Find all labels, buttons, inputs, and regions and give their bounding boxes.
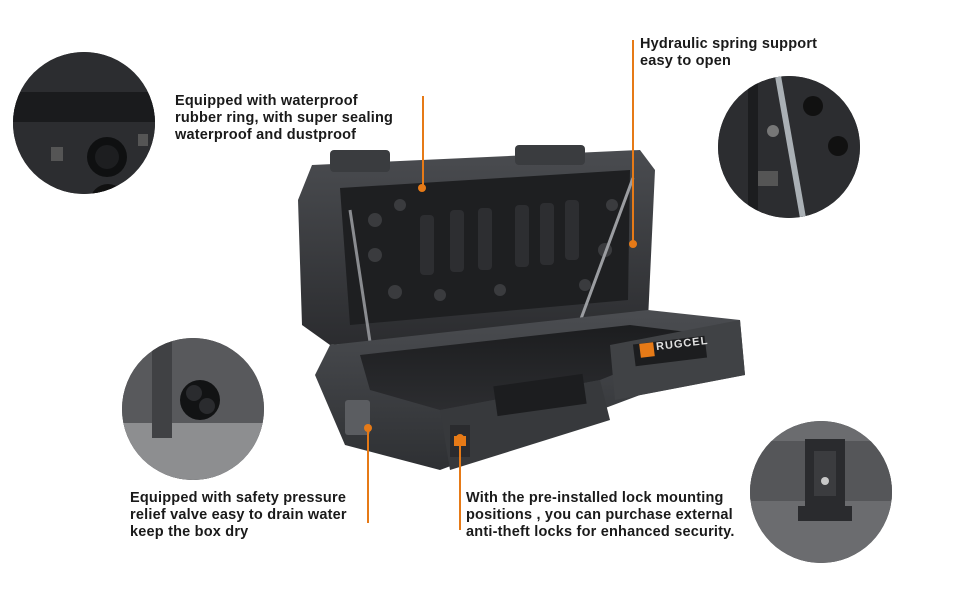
leader-dot-lock (456, 434, 464, 442)
leader-line-valve (367, 430, 369, 523)
hydraulic-strut (573, 177, 635, 336)
detail-circle-hydraulic (718, 76, 860, 218)
callout-hydraulic: Hydraulic spring support easy to open (640, 36, 818, 69)
detail-circle-lock (750, 421, 892, 563)
callout-valve: Equipped with safety pressure relief val… (130, 490, 347, 540)
leader-dot-hydraulic (629, 240, 637, 248)
detail-circle-rubber-ring (13, 52, 155, 194)
leader-line-waterproof (422, 96, 424, 188)
callout-waterproof: Equipped with waterproof rubber ring, wi… (175, 93, 394, 143)
leader-dot-valve (364, 424, 372, 432)
leader-dot-waterproof (418, 184, 426, 192)
pressure-valve (345, 400, 370, 435)
box-body (315, 310, 745, 470)
detail-circle-valve (122, 338, 264, 480)
leader-line-hydraulic (632, 40, 634, 246)
box-lid (298, 145, 655, 345)
leader-line-lock (459, 440, 461, 530)
callout-lock: With the pre-installed lock mounting pos… (466, 490, 735, 540)
